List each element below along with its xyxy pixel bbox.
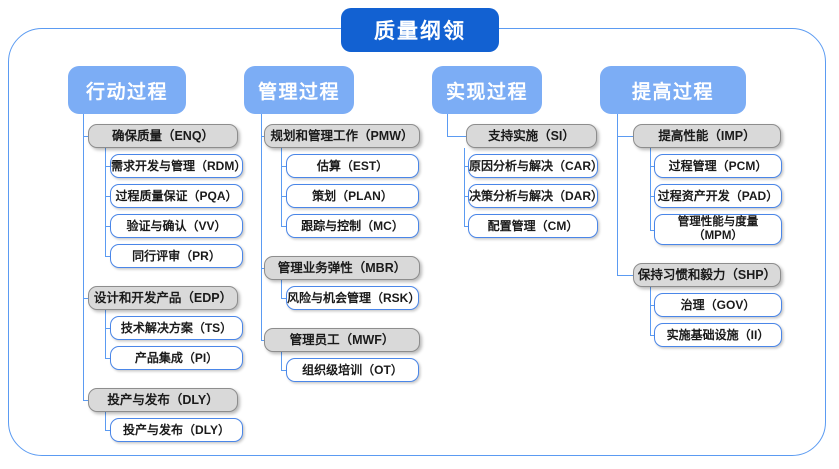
column-header-2[interactable]: 管理过程 [244,66,354,114]
connector-group-stub [261,268,264,270]
connector-leaf-stub [464,226,468,228]
connector-column-trunk [617,114,619,275]
connector-sub-trunk [281,148,283,226]
leaf-box-1-3-1[interactable]: 投产与发布（DLY） [110,418,243,442]
connector-leaf-stub [650,196,654,198]
connector-group-stub [617,136,633,138]
connector-leaf-stub [281,226,286,228]
connector-leaf-stub [105,256,110,258]
connector-sub-trunk [105,148,107,256]
group-box-2-1[interactable]: 规划和管理工作（PMW） [264,124,420,148]
leaf-box-2-1-3[interactable]: 跟踪与控制（MC） [286,214,419,238]
leaf-box-2-1-1[interactable]: 估算（EST） [286,154,419,178]
connector-group-stub [617,275,633,277]
connector-sub-trunk [650,287,652,335]
connector-leaf-stub [105,328,110,330]
connector-leaf-stub [281,196,286,198]
connector-sub-trunk [464,148,466,226]
leaf-line: 管理性能与度量 [677,215,759,228]
connector-column-trunk [83,114,85,400]
connector-leaf-stub [281,298,286,300]
column-header-3[interactable]: 实现过程 [432,66,542,114]
connector-group-stub [83,400,88,402]
leaf-box-4-1-2[interactable]: 过程资产开发（PAD） [654,184,782,208]
group-box-2-2[interactable]: 管理业务弹性（MBR） [264,256,420,280]
connector-leaf-stub [105,358,110,360]
leaf-box-1-2-1[interactable]: 技术解决方案（TS） [110,316,243,340]
leaf-box-3-1-1[interactable]: 原因分析与解决（CAR） [468,154,603,178]
root-title-box: 质量纲领 [341,8,499,52]
connector-sub-trunk [105,310,107,358]
connector-leaf-stub [650,335,654,337]
connector-group-stub [261,340,264,342]
column-header-4[interactable]: 提高过程 [600,66,746,114]
connector-leaf-stub [650,230,654,232]
connector-sub-trunk [281,352,283,370]
group-box-4-2[interactable]: 保持习惯和毅力（SHP） [633,263,781,287]
connector-group-stub [261,136,264,138]
group-box-2-3[interactable]: 管理员工（MWF） [264,328,420,352]
connector-sub-trunk [281,280,283,298]
group-box-1-2[interactable]: 设计和开发产品（EDP） [88,286,238,310]
connector-group-stub [83,298,88,300]
group-box-1-3[interactable]: 投产与发布（DLY） [88,388,238,412]
connector-leaf-stub [105,226,110,228]
leaf-box-4-2-1[interactable]: 治理（GOV） [654,293,782,317]
connector-leaf-stub [105,430,110,432]
leaf-box-4-1-1[interactable]: 过程管理（PCM） [654,154,782,178]
connector-column-trunk [447,114,449,136]
connector-group-stub [447,136,466,138]
group-box-3-1[interactable]: 支持实施（SI） [466,124,597,148]
group-box-1-1[interactable]: 确保质量（ENQ） [88,124,238,148]
connector-column-trunk [261,114,263,340]
connector-leaf-stub [105,166,110,168]
group-box-4-1[interactable]: 提高性能（IMP） [633,124,781,148]
leaf-box-1-2-2[interactable]: 产品集成（PI） [110,346,243,370]
leaf-box-1-1-1[interactable]: 需求开发与管理（RDM） [110,154,246,178]
leaf-box-1-1-4[interactable]: 同行评审（PR） [110,244,243,268]
connector-leaf-stub [464,196,468,198]
connector-leaf-stub [105,196,110,198]
leaf-box-3-1-2[interactable]: 决策分析与解决（DAR） [468,184,603,208]
connector-sub-trunk [650,148,652,230]
leaf-box-1-1-2[interactable]: 过程质量保证（PQA） [110,184,243,208]
column-header-1[interactable]: 行动过程 [68,66,186,114]
connector-leaf-stub [650,305,654,307]
connector-leaf-stub [281,370,286,372]
connector-leaf-stub [281,166,286,168]
connector-leaf-stub [464,166,468,168]
connector-leaf-stub [650,166,654,168]
leaf-box-1-1-3[interactable]: 验证与确认（VV） [110,214,243,238]
leaf-line: （MPM） [693,229,743,242]
leaf-box-2-1-2[interactable]: 策划（PLAN） [286,184,419,208]
connector-group-stub [83,136,88,138]
leaf-box-4-1-3[interactable]: 管理性能与度量（MPM） [654,214,782,245]
connector-sub-trunk [105,412,107,430]
leaf-box-4-2-2[interactable]: 实施基础设施（II） [654,323,782,347]
leaf-box-2-3-1[interactable]: 组织级培训（OT） [286,358,419,382]
leaf-box-2-2-1[interactable]: 风险与机会管理（RSK） [286,286,420,310]
leaf-box-3-1-3[interactable]: 配置管理（CM） [468,214,598,238]
